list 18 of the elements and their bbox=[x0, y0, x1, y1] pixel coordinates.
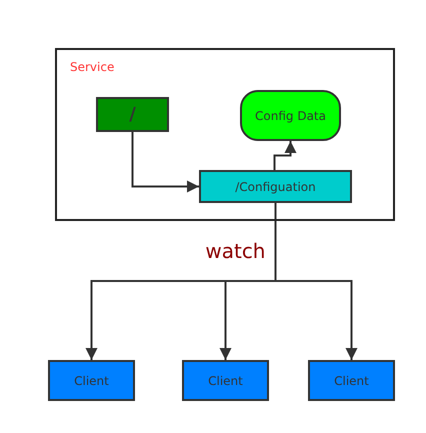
process-box bbox=[308, 360, 395, 401]
process-box bbox=[199, 170, 352, 203]
node-label: Client bbox=[208, 374, 243, 388]
node-label: / bbox=[129, 104, 136, 125]
process-box bbox=[48, 360, 135, 401]
node-label: Client bbox=[334, 374, 369, 388]
node-label: /Configuation bbox=[235, 180, 316, 194]
terminator-box bbox=[240, 90, 341, 141]
group-heading: Service bbox=[70, 60, 114, 74]
process-box bbox=[182, 360, 269, 401]
node-label: Client bbox=[74, 374, 109, 388]
process-box bbox=[96, 97, 169, 132]
service-frame bbox=[55, 48, 395, 221]
node-label: Config Data bbox=[255, 108, 326, 122]
arrow bbox=[132, 132, 199, 192]
arrow bbox=[274, 141, 296, 170]
arrow bbox=[274, 203, 358, 360]
edge-label: watch bbox=[205, 241, 266, 261]
